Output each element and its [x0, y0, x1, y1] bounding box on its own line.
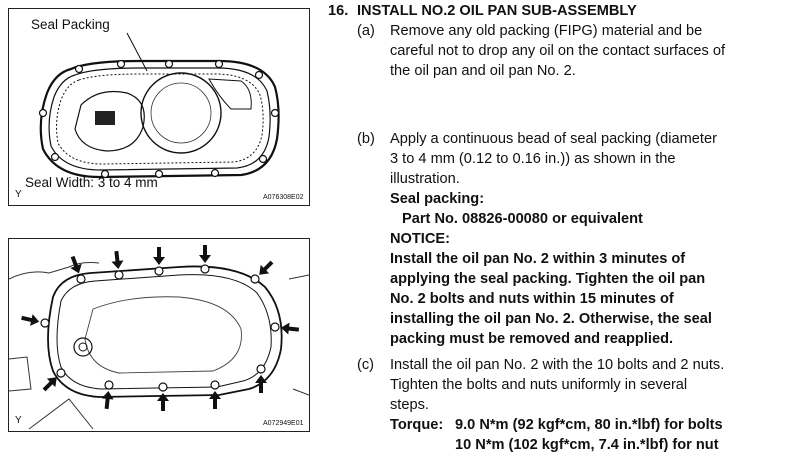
step-b-line-1: Apply a continuous bead of seal packing …: [390, 131, 717, 147]
figure-code: A072949E01: [263, 420, 304, 427]
oil-pan-seal-illustration: [38, 32, 280, 179]
step-b-line-2: 3 to 4 mm (0.12 to 0.16 in.)) as shown i…: [390, 151, 676, 167]
notice-line-5: packing must be removed and reapplied.: [390, 331, 674, 347]
bolt-hole: [158, 382, 168, 392]
bolt-hole: [256, 364, 266, 374]
bolt-arrow: [255, 375, 267, 393]
bolt-arrow: [101, 390, 114, 410]
step-a-line-2: careful not to drop any oil on the conta…: [390, 43, 726, 59]
seal-packing-callout: Seal Packing: [31, 17, 110, 32]
step-a-line-1: Remove any old packing (FIPG) material a…: [390, 23, 703, 39]
step-c-line-3: steps.: [390, 397, 429, 413]
bolt-hole: [40, 318, 50, 328]
step-b-line-3: illustration.: [390, 171, 460, 187]
corner-mark: Y: [15, 415, 22, 426]
bolt-hole: [154, 266, 164, 276]
step-c-line-1: Install the oil pan No. 2 with the 10 bo…: [390, 357, 725, 373]
bolt-arrow: [153, 247, 165, 265]
bolt-hole: [114, 270, 124, 280]
bolt-arrow: [157, 393, 169, 411]
oil-pan-bolt-illustration: [9, 245, 309, 430]
torque-bolts: 9.0 N*m (92 kgf*cm, 80 in.*lbf) for bolt…: [455, 417, 723, 433]
step-a-line-3: the oil pan and oil pan No. 2.: [390, 63, 576, 79]
notice-heading: NOTICE:: [390, 231, 450, 247]
bolt-arrow: [199, 245, 211, 263]
bolt-hole: [250, 274, 260, 284]
torque-nut: 10 N*m (102 kgf*cm, 7.4 in.*lbf) for nut: [455, 437, 719, 453]
bolt-arrow: [259, 260, 274, 275]
bolt-arrow: [111, 250, 124, 270]
notice-line-1: Install the oil pan No. 2 within 3 minut…: [390, 251, 686, 267]
bolt-arrow: [21, 314, 40, 326]
step-title: INSTALL NO.2 OIL PAN SUB-ASSEMBLY: [357, 3, 637, 19]
notice-line-2: applying the seal packing. Tighten the o…: [390, 271, 706, 287]
figure-code: A076308E02: [263, 194, 304, 201]
bolt-hole: [56, 368, 66, 378]
sub-step-label-b: (b): [357, 131, 375, 147]
bolt-hole: [270, 322, 280, 332]
torque-label: Torque:: [390, 417, 444, 433]
bolt-arrow: [280, 322, 300, 335]
part-number: Part No. 08826-00080 or equivalent: [402, 211, 643, 227]
step-c-line-2: Tighten the bolts and nuts uniformly in …: [390, 377, 688, 393]
bolt-location-figure: Y A072949E01: [8, 238, 310, 432]
bolt-hole: [76, 274, 86, 284]
notice-line-4: installing the oil pan No. 2. Otherwise,…: [390, 311, 712, 327]
bolt-hole: [104, 380, 114, 390]
corner-mark: Y: [15, 189, 22, 200]
bolt-arrow: [70, 255, 82, 274]
sub-step-label-c: (c): [357, 357, 375, 373]
seal-packing-heading: Seal packing:: [390, 191, 485, 207]
seal-packing-figure: Seal Packing Seal Width: 3 to 4 mm Y A07…: [8, 8, 310, 206]
bolt-hole: [200, 264, 210, 274]
bolt-hole: [210, 380, 220, 390]
sub-step-label-a: (a): [357, 23, 375, 39]
step-number: 16.: [328, 3, 349, 19]
bolt-arrow: [209, 391, 221, 409]
notice-line-3: No. 2 bolts and nuts within 15 minutes o…: [390, 291, 674, 307]
bolt-arrow: [42, 377, 57, 392]
seal-width-note: Seal Width: 3 to 4 mm: [25, 175, 158, 190]
